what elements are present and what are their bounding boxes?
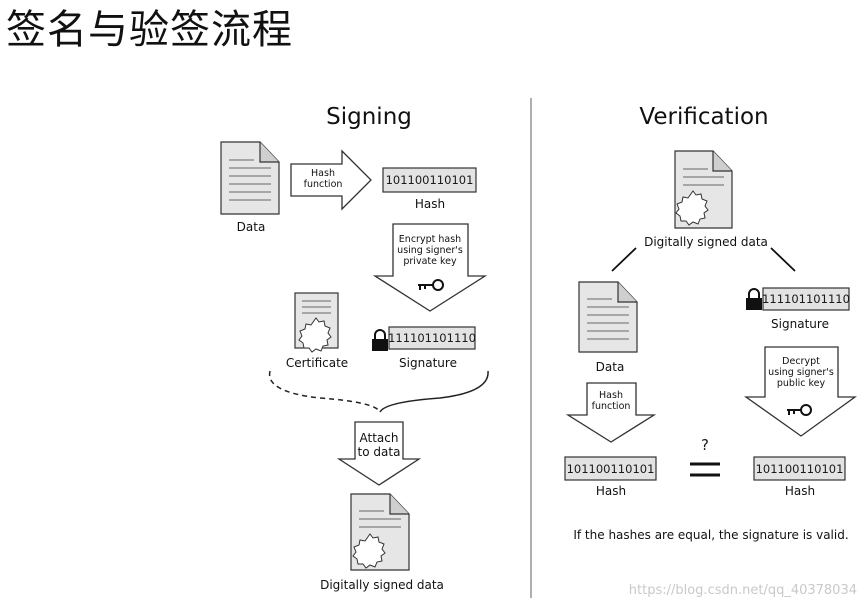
certificate-icon (294, 292, 339, 353)
verification-right-hash-label: Hash (784, 484, 816, 498)
signing-data-label: Data (236, 220, 266, 234)
question-mark: ? (701, 436, 709, 454)
verification-data-label: Data (595, 360, 625, 374)
decrypt-label: Decrypt using signer's public key (768, 356, 834, 389)
signing-signature-label: Signature (399, 356, 457, 370)
signing-data-document-icon (220, 141, 280, 215)
verification-signature-value: 111101101110 (762, 292, 850, 306)
attach-label: Attach to data (357, 431, 401, 459)
hash-function-label: Hash function (303, 168, 343, 190)
verification-left-hash-box (564, 456, 657, 481)
verification-hash-function-label: Hash function (591, 390, 631, 412)
signing-hash-value: 101100110101 (385, 173, 474, 187)
equals-sign (690, 462, 720, 477)
verification-right-hash-box (753, 456, 846, 481)
verification-heading: Verification (639, 104, 769, 130)
verification-signed-data-label: Digitally signed data (644, 235, 768, 249)
attach-brace-solid (379, 370, 489, 413)
verification-conclusion: If the hashes are equal, the signature i… (573, 528, 849, 542)
verification-signature-label: Signature (771, 317, 829, 331)
decrypt-arrow (743, 346, 858, 437)
signing-signed-data-label: Digitally signed data (320, 578, 444, 592)
signing-signed-document-icon (350, 493, 410, 571)
attach-arrow (336, 421, 422, 486)
hash-function-arrow (290, 149, 372, 211)
verification-left-hash-label: Hash (595, 484, 627, 498)
page-title: 签名与验签流程 (6, 7, 293, 53)
verification-data-document-icon (578, 281, 638, 353)
attach-brace (268, 370, 381, 413)
signing-hash-label: Hash (414, 197, 446, 211)
verification-signed-document-icon (674, 150, 733, 229)
signing-signature-value: 111101101110 (388, 331, 476, 345)
split-line-left (611, 247, 637, 272)
private-key-icon (418, 279, 444, 291)
certificate-label: Certificate (285, 356, 349, 370)
watermark: https://blog.csdn.net/qq_40378034 (628, 583, 857, 598)
verification-hash-arrow (565, 382, 657, 443)
verification-left-hash-value: 101100110101 (566, 461, 655, 476)
encrypt-arrow (372, 223, 488, 312)
signing-signature-box (388, 326, 476, 350)
verification-signature-box (762, 287, 850, 311)
signing-heading: Signing (326, 104, 412, 130)
split-line-right (770, 247, 796, 272)
encrypt-label: Encrypt hash using signer's private key (397, 234, 463, 267)
signing-hash-box (382, 167, 477, 193)
verification-right-hash-value: 101100110101 (755, 461, 844, 476)
signing-lock-icon (372, 329, 388, 351)
verification-lock-icon (746, 288, 762, 310)
public-key-icon (787, 404, 812, 416)
